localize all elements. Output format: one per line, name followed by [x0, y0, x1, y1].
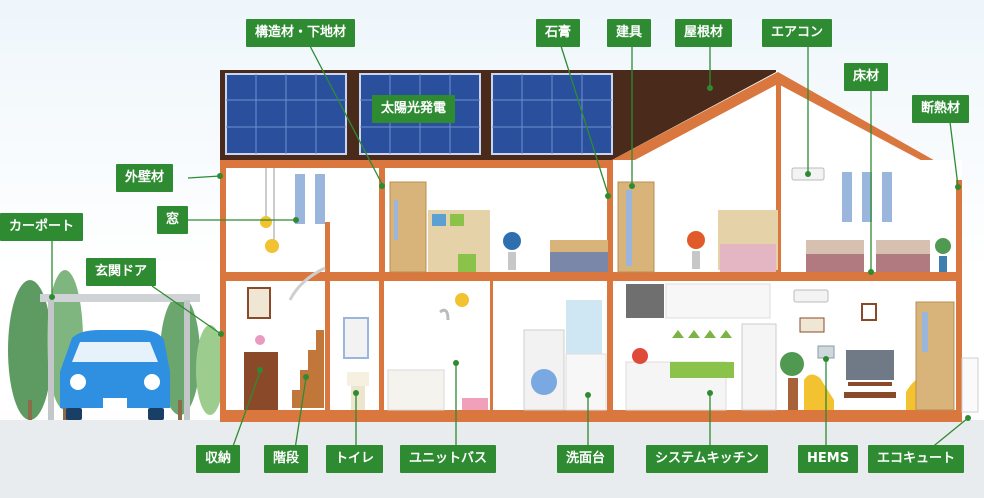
bed-icon — [550, 240, 608, 272]
label-unit-bath: ユニットバス — [400, 445, 497, 473]
bed-icon — [720, 244, 776, 272]
carport-structure — [40, 294, 200, 420]
label-exterior-wall: 外壁材 — [116, 164, 174, 192]
label-toilet: トイレ — [326, 445, 384, 473]
stair-icon — [288, 266, 326, 408]
house-frame — [220, 80, 962, 422]
label-washstand: 洗面台 — [557, 445, 615, 473]
upper-room-left — [389, 181, 608, 273]
plant-icon — [935, 238, 951, 272]
solar-panel-icon — [225, 73, 613, 155]
washing-machine-icon — [523, 300, 607, 411]
label-insulation: 断熱材 — [912, 95, 970, 123]
toilet-icon — [343, 317, 369, 410]
label-ecocute: エコキュート — [868, 445, 965, 473]
label-structure: 構造材・下地材 — [246, 19, 356, 47]
label-fittings: 建具 — [607, 19, 652, 47]
car-icon — [60, 330, 170, 420]
upper-room-middle — [617, 181, 778, 273]
label-system-kitchen: システムキッチン — [646, 445, 768, 473]
roof-edge — [612, 72, 962, 182]
label-roofing: 屋根材 — [675, 19, 733, 47]
label-gypsum: 石膏 — [536, 19, 581, 47]
label-carport: カーポート — [0, 213, 84, 241]
tv-icon — [846, 350, 894, 386]
leader-dots — [49, 85, 971, 421]
living-room — [780, 289, 955, 411]
label-aircon: エアコン — [762, 19, 833, 47]
water-heater-icon — [961, 357, 979, 413]
pendant-lamp-icon — [260, 168, 279, 253]
chair-icon — [503, 232, 521, 270]
label-stairs: 階段 — [264, 445, 309, 473]
label-window: 窓 — [157, 206, 189, 234]
label-solar: 太陽光発電 — [372, 95, 456, 123]
chair-icon — [687, 231, 705, 269]
label-entrance-door: 玄関ドア — [86, 258, 157, 286]
plant-icon — [780, 352, 804, 410]
kitchen — [625, 283, 777, 411]
bathtub-icon — [387, 293, 488, 411]
label-hems: HEMS — [798, 445, 859, 473]
clock-icon — [861, 303, 877, 321]
window-icon — [295, 172, 892, 224]
leader-lines — [51, 45, 969, 450]
upper-room-right — [791, 167, 951, 272]
bed-icon — [806, 240, 864, 272]
label-flooring: 床材 — [844, 63, 889, 91]
label-storage: 収納 — [196, 445, 241, 473]
